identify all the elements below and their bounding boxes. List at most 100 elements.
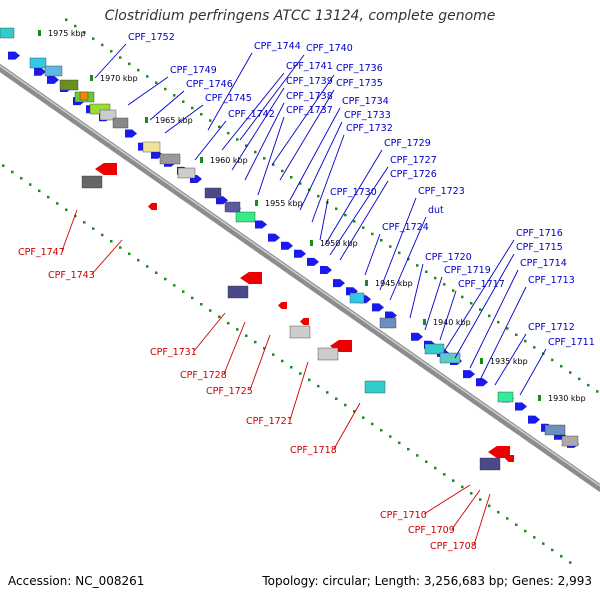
reverse-gene-label[interactable]: CPF_1708 — [430, 541, 477, 552]
forward-gene-label[interactable]: CPF_1733 — [344, 110, 391, 121]
forward-gene-label[interactable]: CPF_1727 — [390, 155, 437, 166]
label-leader-line — [479, 286, 527, 381]
reverse-gene-box — [479, 457, 501, 471]
forward-gene-label[interactable]: CPF_1740 — [306, 43, 353, 54]
forward-gene-label[interactable]: dut — [428, 205, 444, 216]
track-dot — [416, 454, 419, 457]
track-dot — [173, 94, 176, 97]
forward-gene-box — [544, 424, 566, 436]
track-dot — [371, 422, 374, 426]
label-leader-line — [193, 312, 226, 352]
reverse-gene-label[interactable]: CPF_1709 — [408, 525, 455, 536]
forward-gene-label[interactable]: CPF_1745 — [205, 93, 252, 104]
track-dot — [236, 328, 239, 331]
forward-gene-label[interactable]: CPF_1752 — [128, 32, 175, 43]
track-dot — [389, 435, 392, 438]
label-leader-line — [207, 52, 253, 131]
track-dot — [146, 75, 149, 78]
reverse-gene-label[interactable]: CPF_1721 — [246, 416, 293, 427]
track-dot — [407, 257, 410, 261]
forward-gene-label[interactable]: CPF_1735 — [336, 78, 383, 89]
forward-gene-label[interactable]: CPF_1712 — [528, 322, 575, 333]
track-dot — [425, 270, 428, 273]
label-leader-line — [249, 334, 271, 391]
forward-gene-arrow — [47, 75, 59, 84]
scale-tick — [480, 358, 483, 364]
forward-gene-box — [159, 153, 181, 165]
track-dot — [407, 447, 410, 451]
label-leader-line — [379, 197, 417, 291]
forward-gene-label[interactable]: CPF_1715 — [516, 242, 563, 253]
forward-gene-label[interactable]: CPF_1732 — [346, 123, 393, 134]
reverse-gene-label[interactable]: CPF_1728 — [180, 370, 227, 381]
track-dot — [218, 125, 221, 129]
track-dot — [551, 548, 554, 552]
scale-tick-label: 1940 kbp — [433, 318, 471, 327]
label-leader-line — [91, 239, 123, 275]
reverse-gene-label[interactable]: CPF_1747 — [18, 247, 65, 258]
reverse-gene-label[interactable]: CPF_1718 — [290, 445, 337, 456]
reverse-gene-label[interactable]: CPF_1710 — [380, 510, 427, 521]
forward-gene-box — [561, 435, 579, 447]
label-leader-line — [231, 87, 285, 171]
forward-gene-label[interactable]: CPF_1749 — [170, 65, 217, 76]
forward-gene-label[interactable]: CPF_1738 — [286, 91, 333, 102]
track-dot — [353, 220, 356, 223]
forward-gene-box — [59, 79, 79, 91]
forward-gene-label[interactable]: CPF_1724 — [382, 222, 429, 233]
forward-gene-label[interactable]: CPF_1729 — [384, 138, 431, 149]
reverse-gene-label[interactable]: CPF_1743 — [48, 270, 95, 281]
forward-gene-label[interactable]: CPF_1741 — [286, 61, 333, 72]
forward-gene-label[interactable]: CPF_1739 — [286, 76, 333, 87]
scale-tick-label: 1950 kbp — [320, 239, 358, 248]
scale-tick — [38, 30, 41, 36]
track-dot — [263, 157, 266, 160]
track-dot — [191, 296, 194, 300]
forward-gene-label[interactable]: CPF_1730 — [330, 187, 377, 198]
track-dot — [461, 295, 464, 299]
track-dot — [344, 403, 347, 407]
forward-gene-label[interactable]: CPF_1734 — [342, 96, 389, 107]
track-dot — [533, 346, 536, 349]
reverse-gene-arrow — [148, 203, 157, 210]
track-dot — [92, 37, 95, 40]
forward-gene-label[interactable]: CPF_1744 — [254, 41, 301, 52]
forward-gene-label[interactable]: CPF_1723 — [418, 186, 465, 197]
forward-gene-label[interactable]: CPF_1716 — [516, 228, 563, 239]
forward-gene-label[interactable]: CPF_1746 — [186, 79, 233, 90]
forward-gene-label[interactable]: CPF_1711 — [548, 337, 595, 348]
track-dot — [524, 339, 527, 343]
track-dot — [443, 473, 446, 476]
forward-gene-label[interactable]: CPF_1717 — [458, 279, 505, 290]
forward-gene-label[interactable]: CPF_1737 — [286, 105, 333, 116]
track-dot — [290, 366, 293, 369]
track-dot — [254, 150, 257, 154]
scale-tick — [538, 395, 541, 401]
scale-tick-label: 1960 kbp — [210, 156, 248, 165]
track-dot — [38, 189, 41, 193]
forward-gene-arrow — [125, 129, 137, 138]
track-dot — [29, 183, 32, 186]
forward-gene-label[interactable]: CPF_1720 — [425, 252, 472, 263]
forward-gene-label[interactable]: CPF_1713 — [528, 275, 575, 286]
forward-gene-label[interactable]: CPF_1719 — [444, 265, 491, 276]
label-leader-line — [311, 134, 345, 223]
label-leader-line — [221, 72, 285, 151]
label-leader-line — [164, 104, 204, 134]
reverse-gene-label[interactable]: CPF_1731 — [150, 347, 197, 358]
track-dot — [155, 81, 158, 84]
reverse-gene-box — [227, 285, 249, 299]
forward-gene-label[interactable]: CPF_1714 — [520, 258, 567, 269]
track-dot — [218, 315, 221, 319]
track-dot — [560, 365, 563, 368]
forward-gene-box — [204, 187, 222, 199]
forward-gene-box — [112, 117, 129, 129]
track-dot — [200, 303, 203, 306]
genome-backbone — [0, 63, 600, 493]
forward-gene-label[interactable]: CPF_1736 — [336, 63, 383, 74]
track-dot — [416, 264, 419, 267]
forward-gene-label[interactable]: CPF_1742 — [228, 109, 275, 120]
forward-gene-label[interactable]: CPF_1726 — [390, 169, 437, 180]
label-leader-line — [94, 43, 127, 79]
reverse-gene-label[interactable]: CPF_1725 — [206, 386, 253, 397]
